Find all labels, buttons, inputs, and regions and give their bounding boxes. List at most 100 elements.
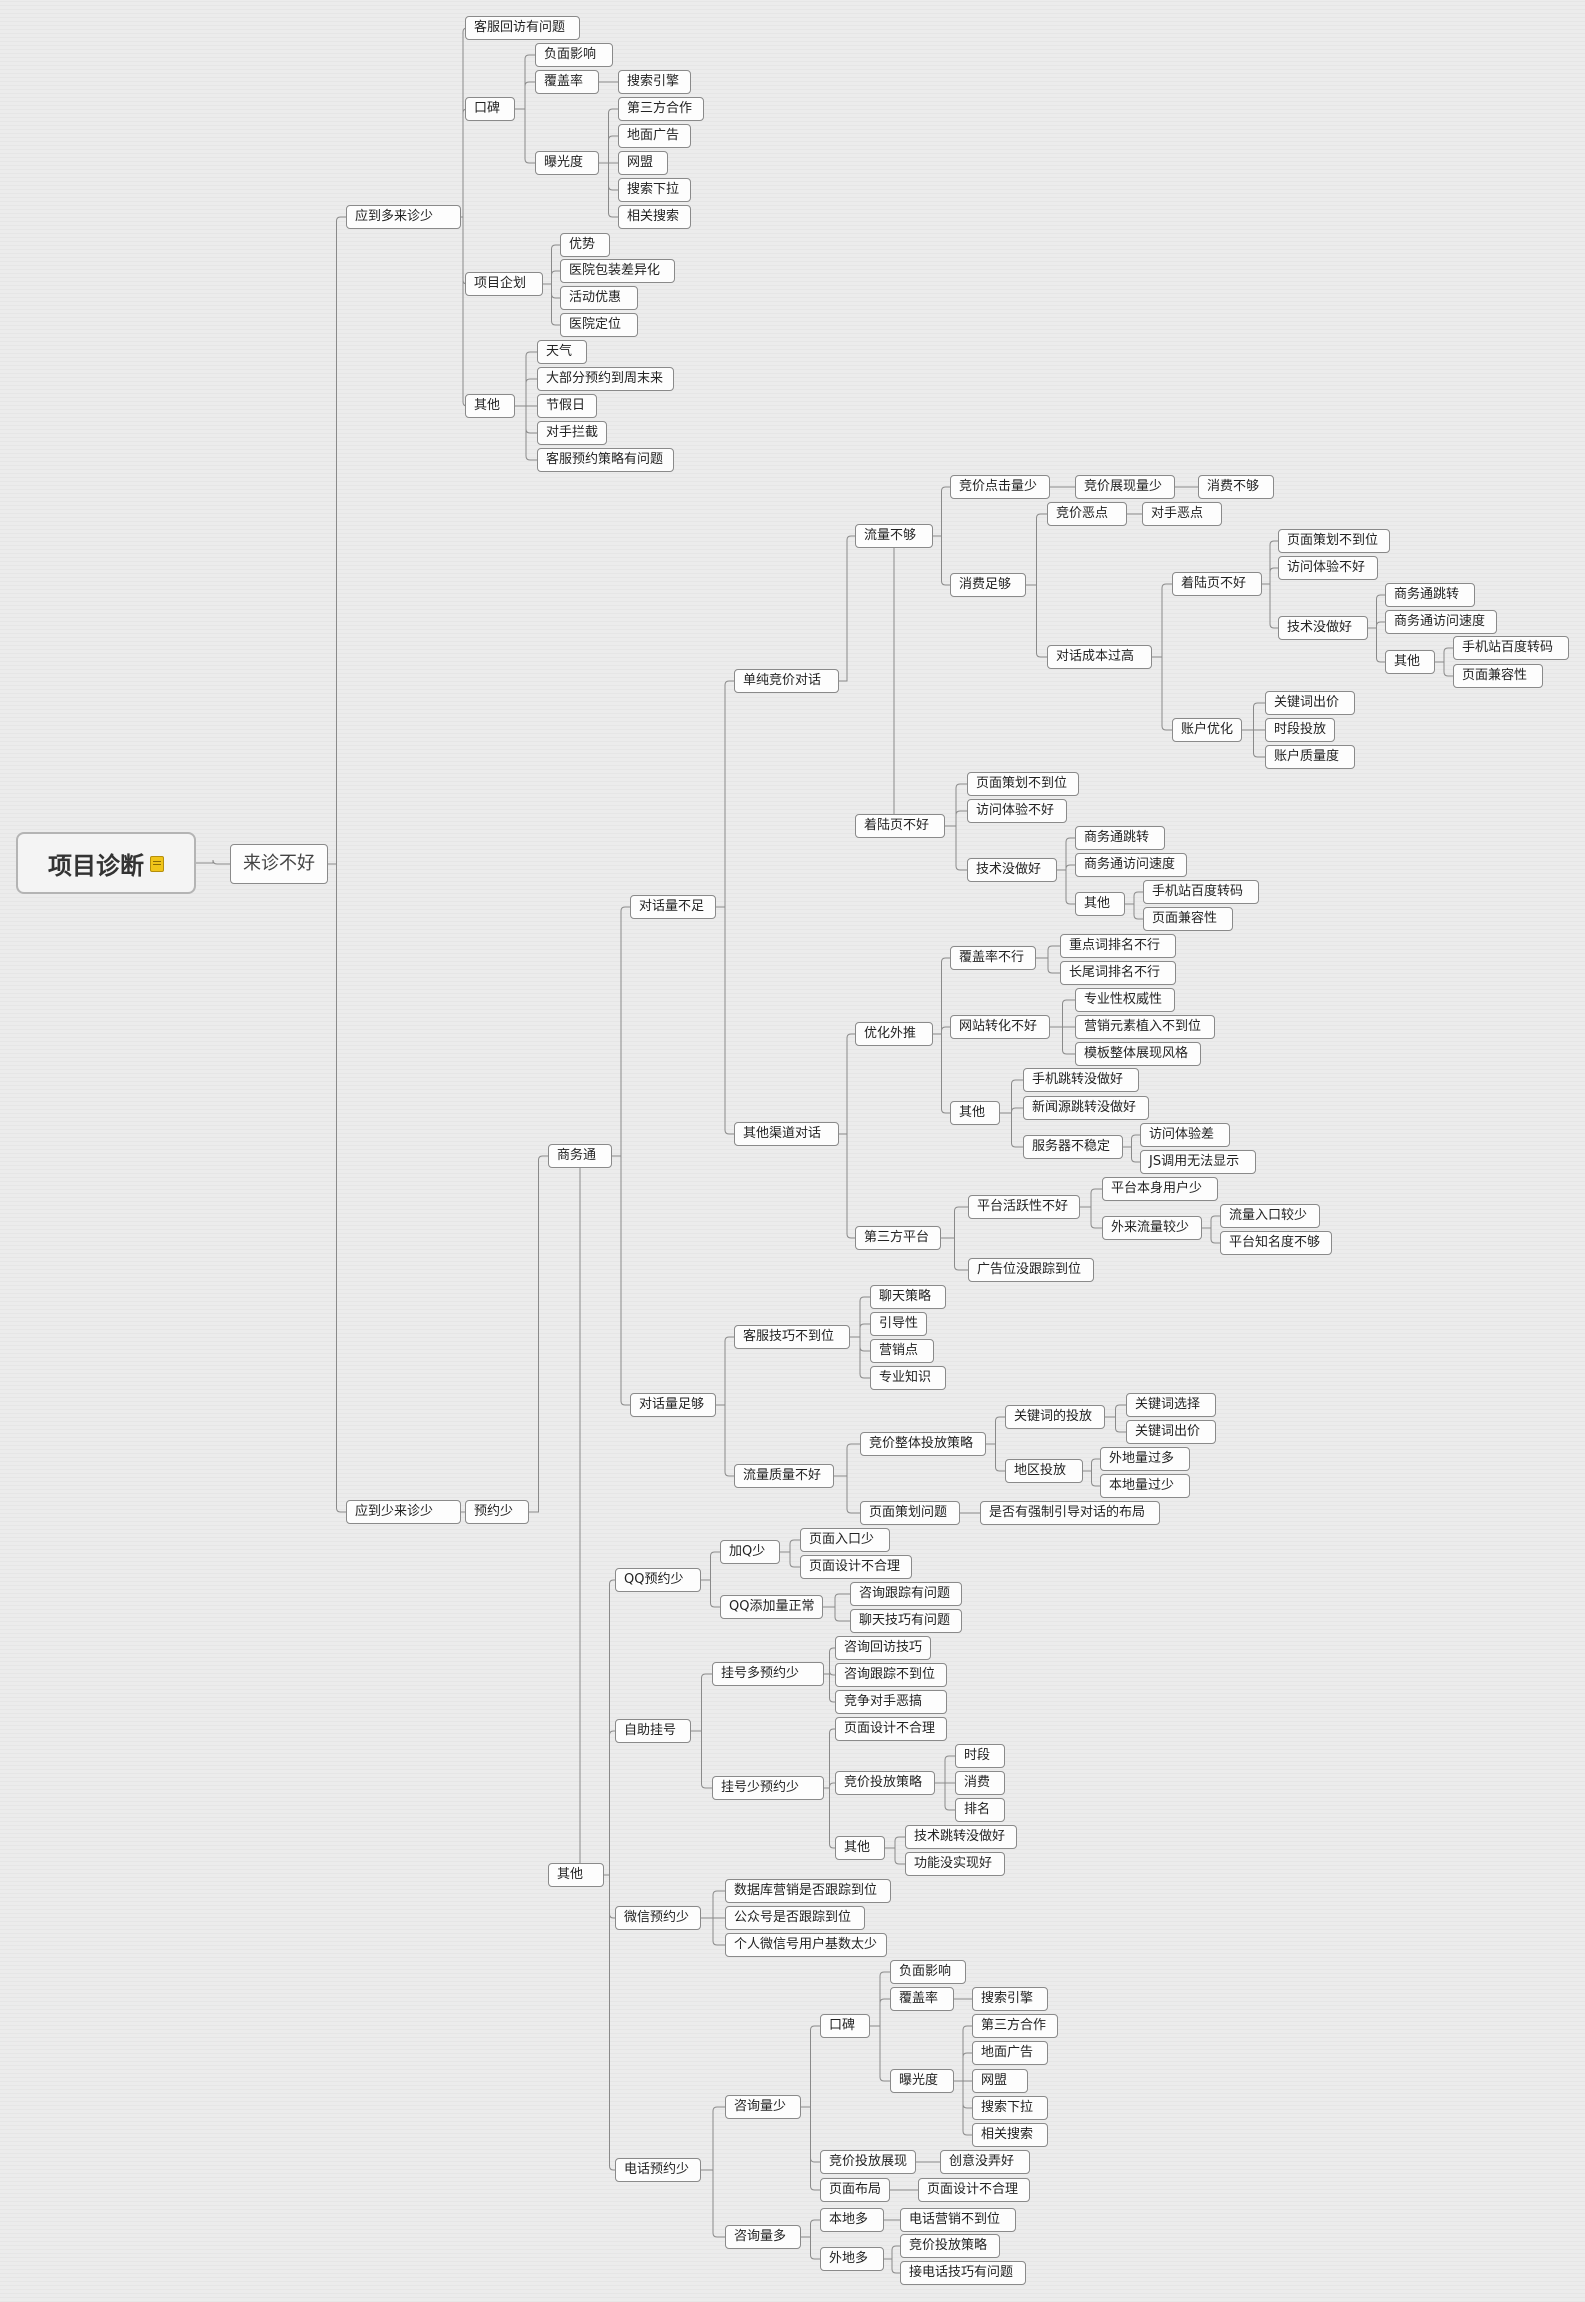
node-jjdjl[interactable]: 竞价点击量少 bbox=[950, 475, 1050, 499]
node-ymch[interactable]: 页面策划问题 bbox=[860, 1501, 960, 1525]
node-dh[interactable]: 电话预约少 bbox=[615, 2158, 701, 2182]
node-zzgh[interactable]: 自助挂号 bbox=[615, 1719, 691, 1743]
node-qq[interactable]: QQ预约少 bbox=[615, 1568, 701, 1592]
node-l1[interactable]: 来诊不好 bbox=[230, 844, 328, 884]
node-kb2[interactable]: 口碑 bbox=[820, 2014, 870, 2038]
node-dqtf[interactable]: 地区投放 bbox=[1005, 1459, 1083, 1483]
node-kfjq4[interactable]: 专业知识 bbox=[870, 1366, 946, 1390]
node-more_b3c[interactable]: 网盟 bbox=[618, 151, 668, 175]
node-js2c2[interactable]: 页面兼容性 bbox=[1143, 907, 1233, 931]
node-zhyh[interactable]: 账户优化 bbox=[1172, 718, 1243, 742]
node-jsmz2[interactable]: 商务通访问速度 bbox=[1385, 610, 1497, 634]
node-wx1[interactable]: 数据库营销是否跟踪到位 bbox=[725, 1879, 891, 1903]
node-bdd1[interactable]: 电话营销不到位 bbox=[900, 2208, 1016, 2232]
node-qqzc1[interactable]: 咨询跟踪有问题 bbox=[850, 1582, 962, 1606]
node-gjctf1[interactable]: 关键词选择 bbox=[1126, 1393, 1216, 1417]
node-wzzh1[interactable]: 专业性权威性 bbox=[1075, 988, 1175, 1012]
node-more_d5[interactable]: 客服预约策略有问题 bbox=[537, 448, 674, 472]
node-zlyb1[interactable]: 页面策划不到位 bbox=[1278, 529, 1390, 553]
node-wlll2[interactable]: 平台知名度不够 bbox=[1220, 1231, 1332, 1255]
node-wdd[interactable]: 外地多 bbox=[820, 2247, 884, 2271]
node-kb2c3[interactable]: 网盟 bbox=[972, 2069, 1028, 2093]
node-more_b3b[interactable]: 地面广告 bbox=[618, 124, 691, 148]
node-yhwt[interactable]: 优化外推 bbox=[855, 1022, 933, 1046]
node-more_b[interactable]: 口碑 bbox=[465, 97, 515, 121]
node-fgl1[interactable]: 重点词排名不行 bbox=[1060, 934, 1176, 958]
node-ghs[interactable]: 挂号少预约少 bbox=[712, 1776, 824, 1800]
node-ghd1[interactable]: 咨询回访技巧 bbox=[835, 1636, 932, 1660]
node-jqs2[interactable]: 页面设计不合理 bbox=[800, 1555, 912, 1579]
node-ghd3[interactable]: 竞争对手恶搞 bbox=[835, 1690, 947, 1714]
node-js2b[interactable]: 商务通访问速度 bbox=[1075, 853, 1187, 877]
node-dqtf1[interactable]: 外地量过多 bbox=[1100, 1447, 1190, 1471]
node-wzzh3[interactable]: 模板整体展现风格 bbox=[1075, 1042, 1201, 1066]
node-ghs3[interactable]: 其他 bbox=[835, 1836, 885, 1860]
node-more_d4[interactable]: 对手拦截 bbox=[537, 421, 608, 445]
node-qtqd[interactable]: 其他渠道对话 bbox=[734, 1122, 839, 1146]
node-zly2[interactable]: 着陆页不好 bbox=[855, 814, 945, 838]
node-ggw[interactable]: 广告位没跟踪到位 bbox=[968, 1258, 1094, 1282]
node-swt[interactable]: 商务通 bbox=[548, 1144, 612, 1168]
node-fgl2[interactable]: 长尾词排名不行 bbox=[1060, 961, 1176, 985]
node-more_b2[interactable]: 覆盖率 bbox=[535, 70, 599, 94]
node-jqs[interactable]: 加Q少 bbox=[720, 1540, 780, 1564]
node-ymbj1[interactable]: 页面设计不合理 bbox=[918, 2178, 1030, 2202]
node-xfzg[interactable]: 消费足够 bbox=[950, 573, 1026, 597]
node-more_d3[interactable]: 节假日 bbox=[537, 394, 597, 418]
node-wdd1[interactable]: 竞价投放策略 bbox=[900, 2234, 1000, 2258]
node-qqzc2[interactable]: 聊天技巧有问题 bbox=[850, 1609, 962, 1633]
node-dsed[interactable]: 对手恶点 bbox=[1142, 502, 1222, 526]
node-llbg[interactable]: 流量不够 bbox=[855, 524, 933, 548]
node-zly2a[interactable]: 页面策划不到位 bbox=[967, 772, 1079, 796]
node-dqtf2[interactable]: 本地量过少 bbox=[1100, 1474, 1190, 1498]
node-more[interactable]: 应到多来诊少 bbox=[346, 205, 461, 229]
node-kfjq3[interactable]: 营销点 bbox=[870, 1339, 934, 1363]
node-more_c2[interactable]: 医院包装差异化 bbox=[560, 259, 675, 283]
node-kb2c2[interactable]: 地面广告 bbox=[972, 2041, 1048, 2065]
node-more_b1[interactable]: 负面影响 bbox=[535, 43, 613, 67]
node-wdd2[interactable]: 接电话技巧有问题 bbox=[900, 2261, 1026, 2285]
node-ghd2[interactable]: 咨询跟踪不到位 bbox=[835, 1663, 947, 1687]
node-more_c1[interactable]: 优势 bbox=[560, 233, 610, 257]
node-xfbg[interactable]: 消费不够 bbox=[1198, 475, 1274, 499]
node-ghs3b[interactable]: 功能没实现好 bbox=[905, 1852, 1005, 1876]
node-dhzg[interactable]: 对话量足够 bbox=[630, 1393, 716, 1417]
node-more_d2[interactable]: 大部分预约到周末来 bbox=[537, 367, 674, 391]
node-kb2c1[interactable]: 第三方合作 bbox=[972, 2014, 1058, 2038]
node-ghd[interactable]: 挂号多预约少 bbox=[712, 1662, 824, 1686]
node-zxd[interactable]: 咨询量多 bbox=[725, 2225, 801, 2249]
node-ghs3a[interactable]: 技术跳转没做好 bbox=[905, 1825, 1017, 1849]
root-node[interactable]: 项目诊断 bbox=[16, 832, 196, 894]
node-jjed[interactable]: 竞价恶点 bbox=[1047, 502, 1127, 526]
node-js2a[interactable]: 商务通跳转 bbox=[1075, 826, 1165, 850]
node-jsmz[interactable]: 技术没做好 bbox=[1278, 616, 1368, 640]
node-jsmz1[interactable]: 商务通跳转 bbox=[1385, 583, 1475, 607]
node-zhyh2[interactable]: 时段投放 bbox=[1265, 718, 1336, 742]
node-jjtfzx1[interactable]: 创意没弄好 bbox=[940, 2150, 1030, 2174]
node-pthy1[interactable]: 平台本身用户少 bbox=[1102, 1177, 1218, 1201]
node-ghs2[interactable]: 竞价投放策略 bbox=[835, 1771, 935, 1795]
node-yhqt[interactable]: 其他 bbox=[950, 1101, 1000, 1125]
node-kb2c5[interactable]: 相关搜索 bbox=[972, 2123, 1048, 2147]
node-more_d[interactable]: 其他 bbox=[465, 394, 515, 418]
node-fwq1[interactable]: 访问体验差 bbox=[1140, 1123, 1230, 1147]
node-jjtfzx[interactable]: 竞价投放展现 bbox=[820, 2150, 917, 2174]
node-more_a[interactable]: 客服回访有问题 bbox=[465, 16, 580, 40]
node-kfjq1[interactable]: 聊天策略 bbox=[870, 1285, 946, 1309]
node-more_b3e[interactable]: 相关搜索 bbox=[618, 205, 691, 229]
node-less[interactable]: 应到少来诊少 bbox=[346, 1500, 461, 1524]
node-kb2a[interactable]: 负面影响 bbox=[890, 1960, 966, 1984]
node-more_d1[interactable]: 天气 bbox=[537, 340, 587, 364]
node-yy[interactable]: 预约少 bbox=[465, 1500, 529, 1524]
node-more_c4[interactable]: 医院定位 bbox=[560, 313, 638, 337]
node-js2c1[interactable]: 手机站百度转码 bbox=[1143, 880, 1259, 904]
node-ghs2b[interactable]: 消费 bbox=[955, 1771, 1005, 1795]
node-wx2[interactable]: 公众号是否跟踪到位 bbox=[725, 1906, 865, 1930]
node-fwq[interactable]: 服务器不稳定 bbox=[1023, 1135, 1123, 1159]
node-more_c3[interactable]: 活动优惠 bbox=[560, 286, 638, 310]
node-yhqt1[interactable]: 手机跳转没做好 bbox=[1023, 1068, 1139, 1092]
node-ghs2c[interactable]: 排名 bbox=[955, 1798, 1005, 1822]
node-bdd[interactable]: 本地多 bbox=[820, 2208, 884, 2232]
node-jsqt2[interactable]: 页面兼容性 bbox=[1453, 664, 1543, 688]
node-jsqt[interactable]: 其他 bbox=[1385, 650, 1435, 674]
